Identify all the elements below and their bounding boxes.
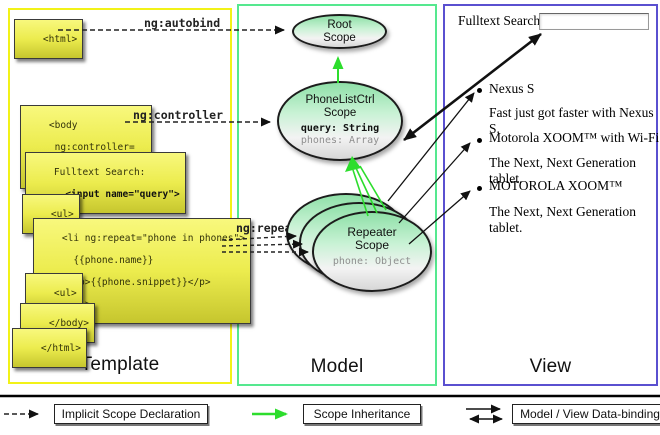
- model-column-label: Model: [310, 356, 364, 377]
- code-body-open-l2: ng:controller=: [48, 142, 135, 153]
- code-body-open-l1: <body: [48, 120, 78, 131]
- phonelist-line2: Scope: [323, 107, 357, 119]
- code-li-l1: <li ng:repeat="phone in phones">: [61, 233, 245, 244]
- root-scope-ellipse: Root Scope: [292, 14, 387, 49]
- repeater-prop-phone: phone: Object: [332, 256, 412, 267]
- code-li-l2: {{phone.name}}: [61, 255, 154, 266]
- view-item-title: Motorola XOOM™ with Wi-Fi: [489, 130, 660, 145]
- code-ul-close-text: <ul>: [53, 288, 77, 299]
- code-ul-open-text: <ul>: [50, 209, 74, 220]
- code-html-open: <html>: [14, 19, 84, 59]
- legend-data-binding: Model / View Data-binding: [512, 404, 660, 424]
- view-item-desc: The Next, Next Generation tablet.: [489, 155, 636, 186]
- code-html-close: </html>: [12, 328, 87, 368]
- code-html-close-text: </html>: [40, 343, 81, 354]
- view-item-title: MOTOROLA XOOM™: [489, 178, 623, 193]
- code-body-close-text: </body>: [48, 318, 89, 329]
- root-scope-line1: Root: [327, 19, 352, 31]
- phonelist-line1: PhoneListCtrl: [305, 94, 375, 106]
- label-ng-controller: ng:controller: [133, 108, 224, 122]
- label-ng-autobind: ng:autobind: [144, 16, 221, 30]
- root-scope-line2: Scope: [323, 32, 356, 44]
- code-li-l3: <p>{{phone.snippet}}</p>: [61, 277, 211, 288]
- bullet-icon: [477, 88, 482, 93]
- bullet-icon: [477, 186, 482, 191]
- repeater-scope-ellipse-front: Repeater Scope phone: Object: [312, 211, 432, 292]
- view-column-label: View: [529, 356, 572, 377]
- template-column-label: Template: [80, 354, 160, 375]
- legend-scope-inheritance: Scope Inheritance: [303, 404, 421, 424]
- phonelist-prop-phones: phones: Array: [300, 135, 380, 146]
- code-fulltext-label: Fulltext Search:: [53, 167, 146, 178]
- repeater-line2: Scope: [354, 238, 390, 252]
- label-ng-repeat: ng:repeat: [236, 221, 299, 235]
- view-search-label: Fulltext Search:: [458, 13, 544, 28]
- legend-implicit-scope: Implicit Scope Declaration: [54, 404, 208, 424]
- view-item-desc: The Next, Next Generation tablet.: [489, 204, 636, 235]
- phonelist-prop-query: query: String: [300, 123, 380, 134]
- bullet-icon: [477, 138, 482, 143]
- code-input-tag: <input name="query">: [53, 189, 180, 200]
- code-html-open-text: <html>: [42, 34, 78, 45]
- view-item-title: Nexus S: [489, 81, 535, 96]
- view-column: View: [443, 4, 658, 386]
- view-search-input[interactable]: [539, 13, 649, 30]
- repeater-line1: Repeater: [347, 225, 397, 239]
- phonelistctrl-scope-ellipse: PhoneListCtrl Scope query: String phones…: [277, 81, 403, 161]
